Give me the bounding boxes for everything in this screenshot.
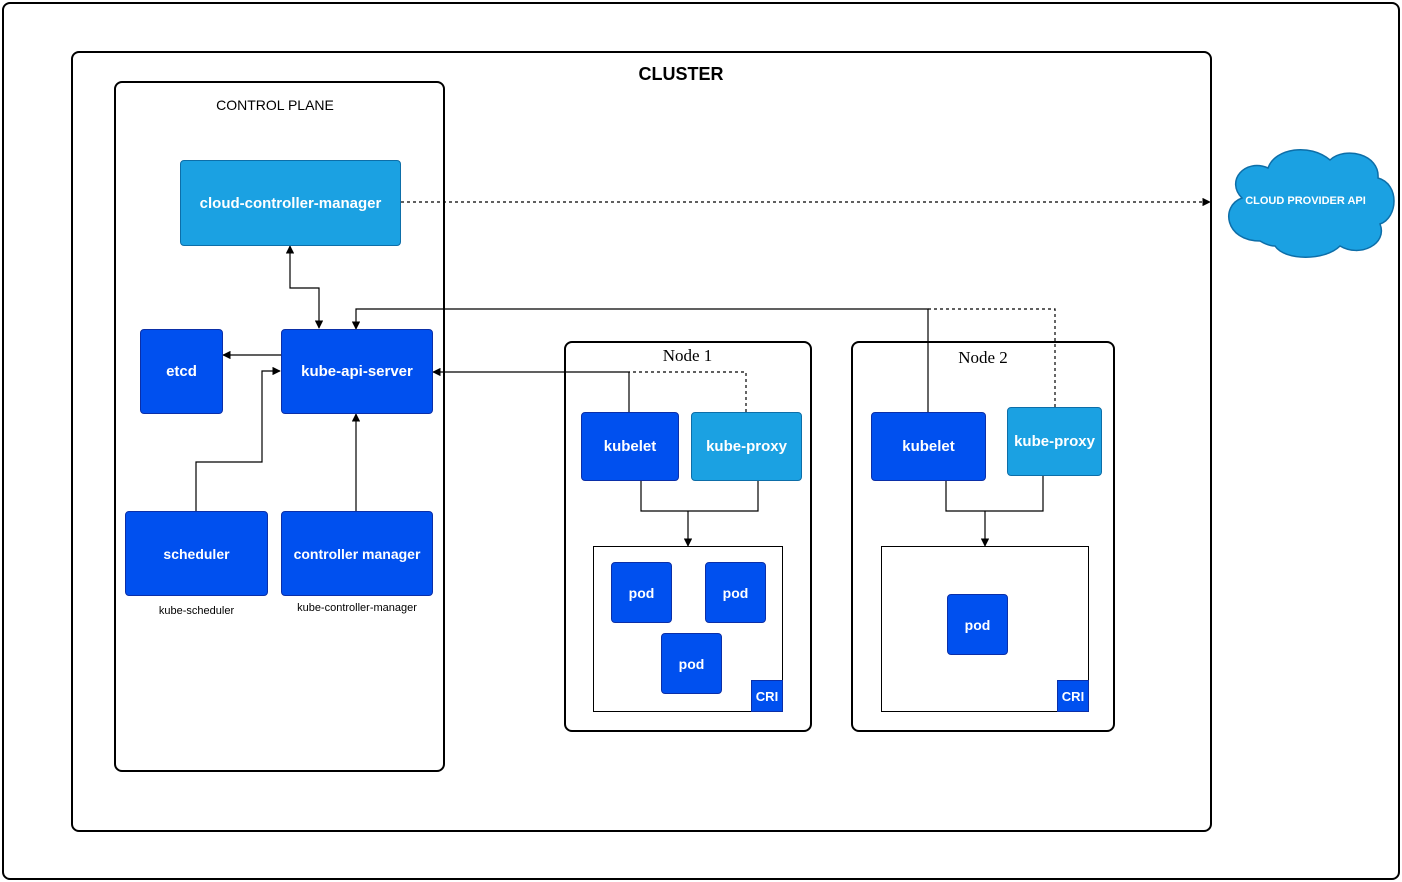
etcd-box[interactable]: etcd — [140, 329, 223, 414]
node1-kube-proxy-box[interactable]: kube-proxy — [691, 412, 802, 481]
control-plane-title: CONTROL PLANE — [216, 97, 334, 113]
scheduler-caption: kube-scheduler — [158, 605, 235, 617]
controller-manager-box[interactable]: controller manager — [281, 511, 433, 596]
controller-manager-caption: kube-controller-manager — [297, 602, 417, 614]
cloud-provider-cloud — [1228, 148, 1395, 258]
node1-pod-2[interactable]: pod — [705, 562, 766, 623]
node1-pod-3[interactable]: pod — [661, 633, 722, 694]
node2-kubelet-box[interactable]: kubelet — [871, 412, 986, 481]
scheduler-box[interactable]: scheduler — [125, 511, 268, 596]
cloud-provider-label: CLOUD PROVIDER API — [1245, 195, 1366, 207]
node1-pod-1[interactable]: pod — [611, 562, 672, 623]
node2-cri-badge: CRI — [1057, 680, 1089, 712]
cluster-title: CLUSTER — [638, 64, 724, 84]
node2-title: Node 2 — [958, 348, 1008, 367]
cloud-controller-manager-box[interactable]: cloud-controller-manager — [180, 160, 401, 246]
node2-pod-1[interactable]: pod — [947, 594, 1008, 655]
node1-title: Node 1 — [662, 346, 713, 365]
kube-api-server-box[interactable]: kube-api-server — [281, 329, 433, 414]
node1-cri-badge: CRI — [751, 680, 783, 712]
node2-kube-proxy-box[interactable]: kube-proxy — [1007, 407, 1102, 476]
node1-kubelet-box[interactable]: kubelet — [581, 412, 679, 481]
